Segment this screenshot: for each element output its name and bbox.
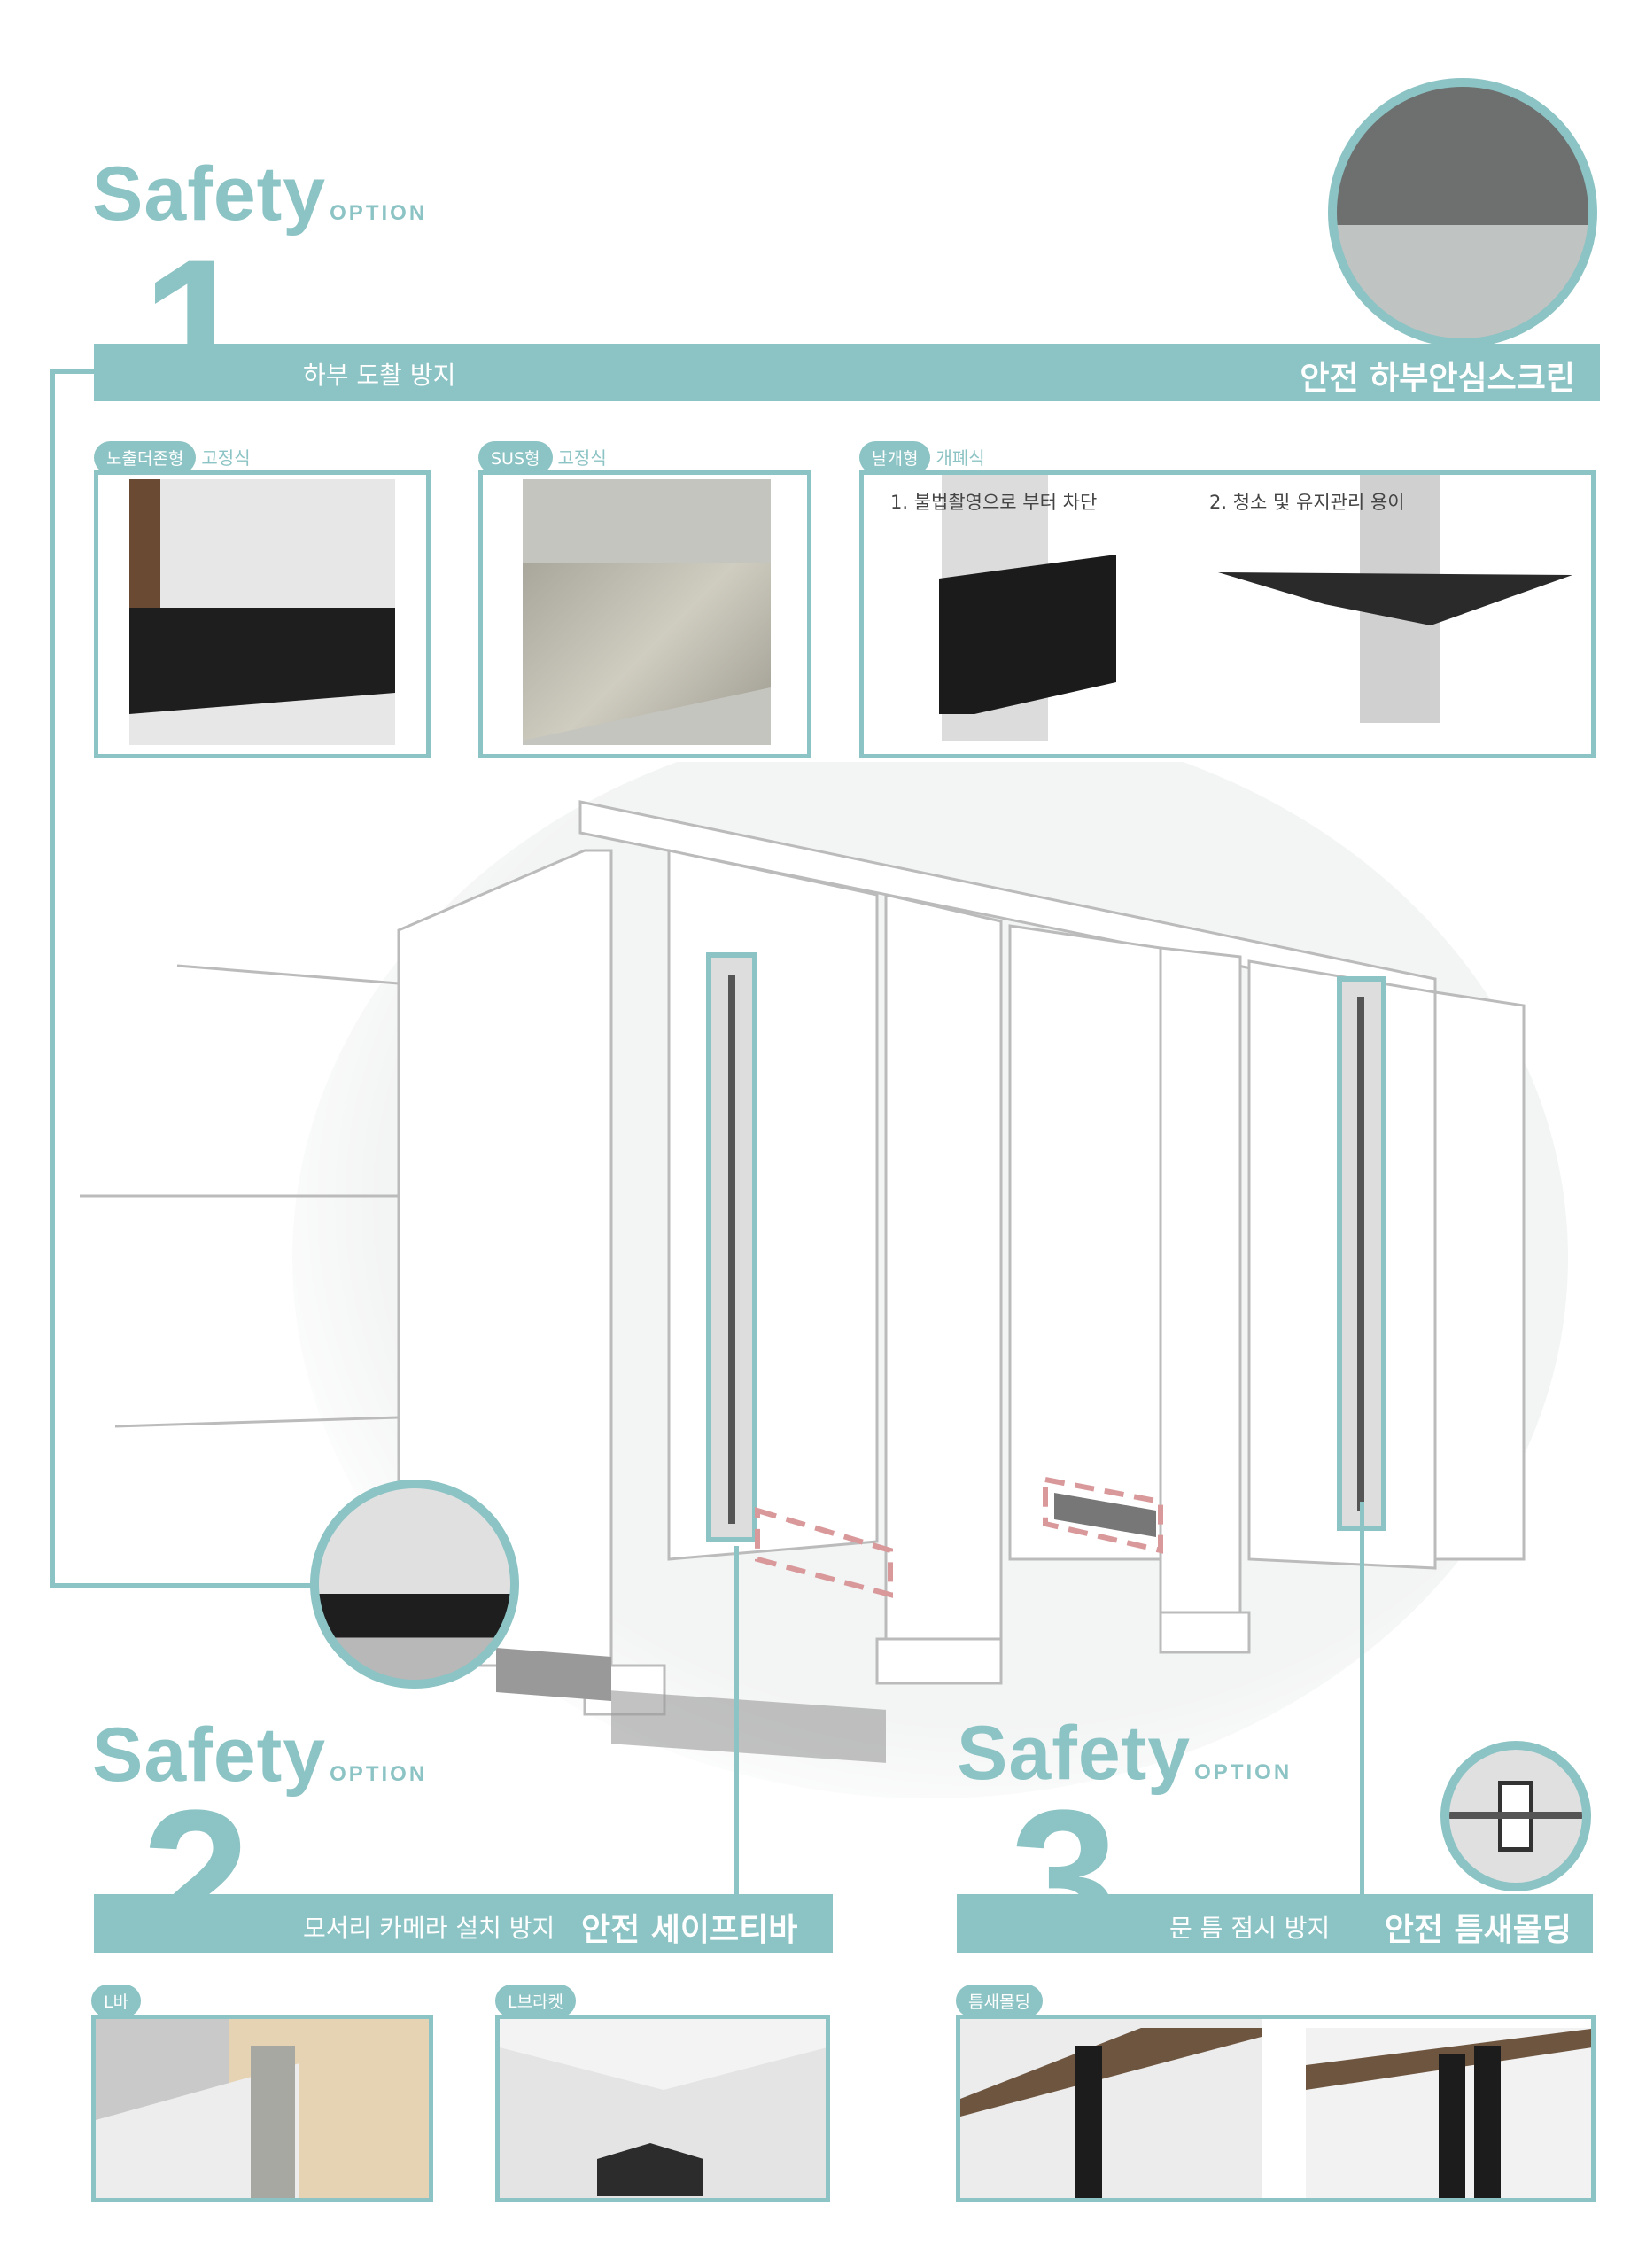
safety-label: Safety — [957, 1711, 1192, 1796]
section1-subtitle: 하부 도촬 방지 — [303, 361, 456, 390]
product-tag: SUS형 — [478, 441, 553, 474]
product-tag: L브라켓 — [495, 1984, 577, 2017]
product-type: 개폐식 — [936, 447, 985, 469]
section3-title: 안전 틈새몰딩 — [1384, 1912, 1572, 1948]
connector-line-1-bottom — [50, 1583, 316, 1588]
section2-title: 안전 세이프티바 — [581, 1912, 798, 1948]
option-label: OPTION — [330, 1762, 428, 1786]
product-tag: L바 — [91, 1984, 142, 2017]
option-label: OPTION — [1194, 1760, 1293, 1784]
section2-subtitle: 모서리 카메라 설치 방지 — [303, 1914, 555, 1943]
under-screen-photo-circle — [1328, 78, 1597, 347]
section1-number: 1 — [142, 219, 251, 437]
section1-band: 하부 도촬 방지 안전 하부안심스크린 — [94, 344, 1600, 401]
section3-subtitle: 문 틈 점시 방지 — [1169, 1914, 1331, 1943]
connector-line-1-top — [50, 369, 95, 374]
molding-detail-circle — [1440, 1741, 1591, 1891]
product-image-wing: 1. 불법촬영으로 부터 차단 2. 청소 및 유지관리 용이 — [859, 470, 1596, 758]
product-label-molding: 틈새몰딩 — [956, 1984, 1043, 2017]
section2-number: 2 — [142, 1769, 251, 1987]
safety-label: Safety — [92, 1713, 327, 1798]
safety-label: Safety — [92, 151, 327, 237]
wing-caption-1: 1. 불법촬영으로 부터 차단 — [890, 492, 1098, 513]
section2-band: 모서리 카메라 설치 방지 안전 세이프티바 — [94, 1894, 833, 1953]
product-image-molding — [956, 2015, 1596, 2202]
section3-number: 3 — [1010, 1769, 1119, 1987]
product-tag: 노출더존형 — [94, 441, 197, 474]
option-label: OPTION — [330, 201, 428, 225]
section1-title: 안전 하부안심스크린 — [1300, 361, 1575, 397]
product-tag: 날개형 — [859, 441, 931, 474]
product-label-lbar: L바 — [91, 1984, 142, 2017]
product-image-exposed — [94, 470, 431, 758]
connector-line-2 — [734, 1546, 739, 1896]
wing-caption-2: 2. 청소 및 유지관리 용이 — [1209, 492, 1405, 513]
product-image-lbar — [91, 2015, 433, 2202]
product-image-sus — [478, 470, 811, 758]
connector-line-1 — [50, 369, 55, 1588]
product-type: 고정식 — [557, 447, 607, 469]
safety-screen-detail-circle — [310, 1480, 519, 1689]
product-tag: 틈새몰딩 — [956, 1984, 1043, 2017]
product-image-lbracket — [495, 2015, 830, 2202]
product-type: 고정식 — [201, 447, 251, 469]
section3-band: 문 틈 점시 방지 안전 틈새몰딩 — [957, 1894, 1593, 1953]
connector-line-3 — [1360, 1502, 1364, 1896]
toilet-partition-illustration — [80, 762, 1568, 1798]
product-label-lbracket: L브라켓 — [495, 1984, 577, 2017]
